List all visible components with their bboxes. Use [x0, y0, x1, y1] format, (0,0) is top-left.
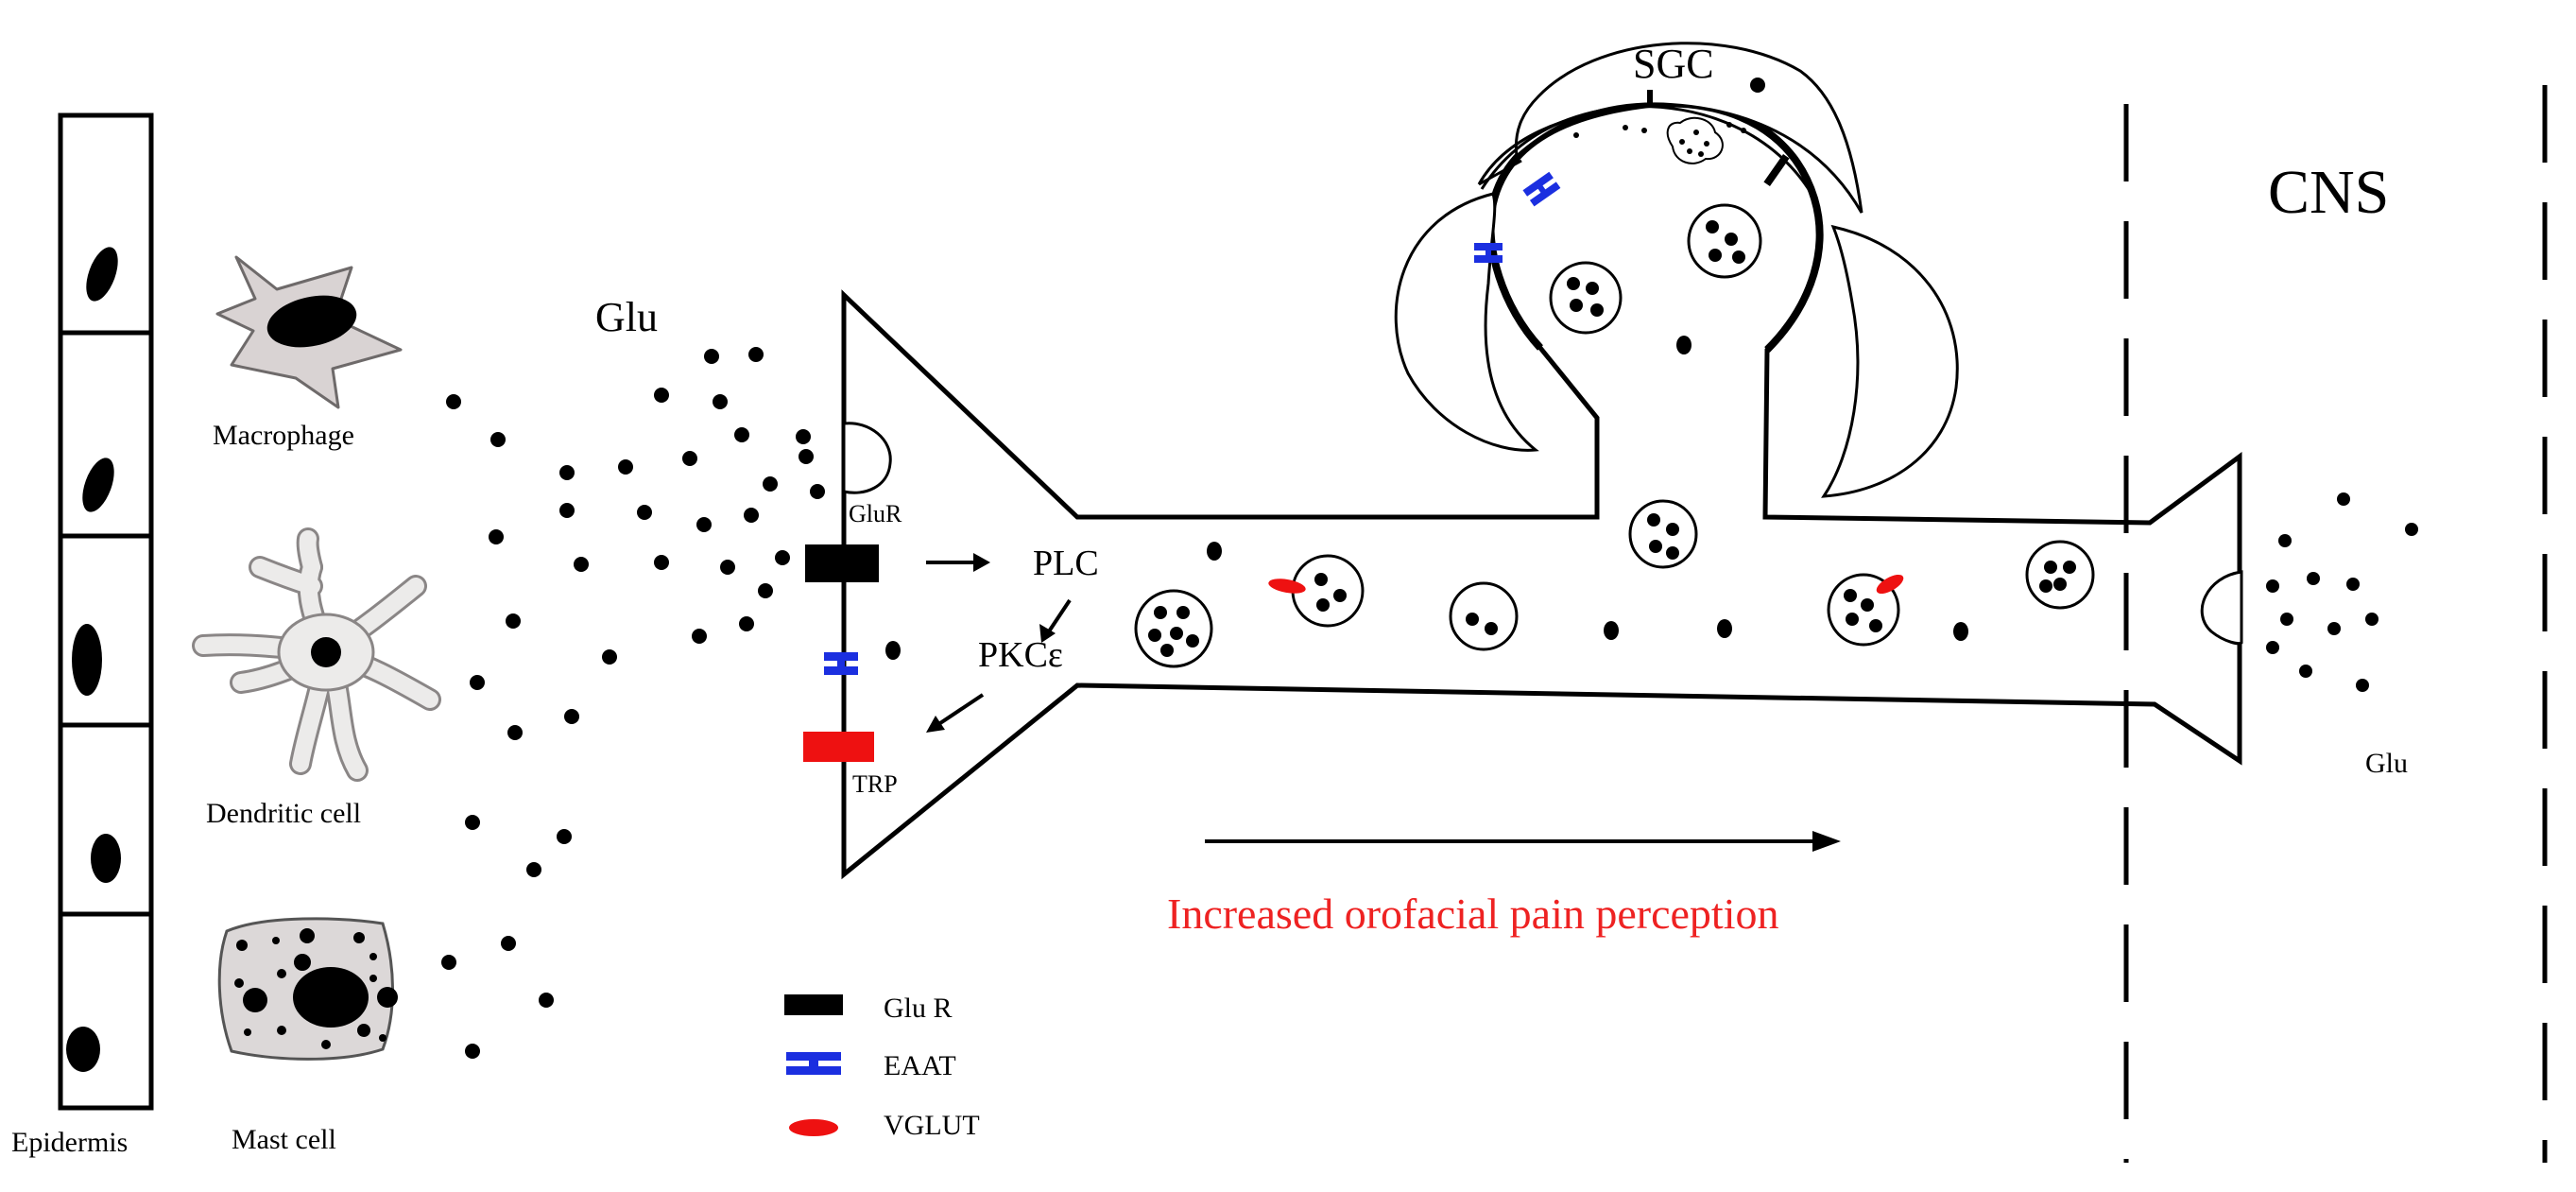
- legend-label-vglut: VGLUT: [884, 1110, 980, 1141]
- dendritic-cell-label: Dendritic cell: [206, 798, 361, 829]
- signaling-arrows: [926, 553, 1072, 733]
- eaat-transporter-soma: [1474, 171, 1561, 263]
- legend-label-glur: Glu R: [884, 993, 953, 1024]
- legend: Glu R EAAT VGLUT: [784, 993, 980, 1141]
- mast-cell-label: Mast cell: [232, 1124, 336, 1155]
- epidermis-layer: [58, 112, 154, 1111]
- dendritic-cell: [192, 527, 441, 782]
- vglut-transporter: [1268, 574, 1904, 595]
- legend-label-eaat: EAAT: [884, 1050, 956, 1081]
- glu-label-left: Glu: [595, 294, 658, 340]
- legend-item-vglut: VGLUT: [789, 1110, 980, 1141]
- macrophage-label: Macrophage: [213, 420, 354, 451]
- sgc-label: SGC: [1633, 41, 1714, 87]
- glutamate-dots-right: [2266, 492, 2418, 692]
- legend-item-glur: Glu R: [784, 993, 953, 1024]
- pkc-label: PKCε: [978, 635, 1063, 675]
- macrophage-cell: [215, 255, 403, 409]
- cns-boundary-lines: [2123, 85, 2548, 1163]
- glutamate-dots-neuron: [885, 336, 1968, 660]
- cns-label: CNS: [2268, 158, 2389, 227]
- legend-item-eaat: EAAT: [786, 1050, 956, 1081]
- synaptic-vesicles: [1134, 203, 2095, 668]
- satellite-glial-cell: [1394, 42, 1959, 498]
- pain-perception-label: Increased orofacial pain perception: [1167, 890, 1778, 938]
- mast-cell: [217, 917, 398, 1061]
- glu-receptor-soma: [1763, 153, 1790, 187]
- pain-direction-arrow: [1205, 831, 1841, 852]
- plc-label: PLC: [1033, 544, 1099, 583]
- trp-label: TRP: [852, 770, 898, 798]
- vglut-legend-icon: [789, 1119, 838, 1136]
- sgc-vesicle-dots: [1573, 78, 1765, 157]
- glur-label: GluR: [849, 500, 902, 527]
- sensory-neuron: [841, 99, 2242, 880]
- presynaptic-terminal: [2200, 570, 2243, 646]
- eaat-transporter-terminal: [824, 652, 858, 675]
- glutamate-dots-left: [441, 347, 825, 1059]
- epidermis-label: Epidermis: [11, 1127, 128, 1158]
- eaat-legend-icon: [786, 1052, 841, 1075]
- glu-r-legend-icon: [784, 994, 843, 1015]
- glu-label-right: Glu: [2365, 748, 2408, 779]
- glur-pocket: [842, 422, 892, 494]
- trp-channel: [803, 732, 874, 762]
- glu-receptor: [805, 544, 879, 582]
